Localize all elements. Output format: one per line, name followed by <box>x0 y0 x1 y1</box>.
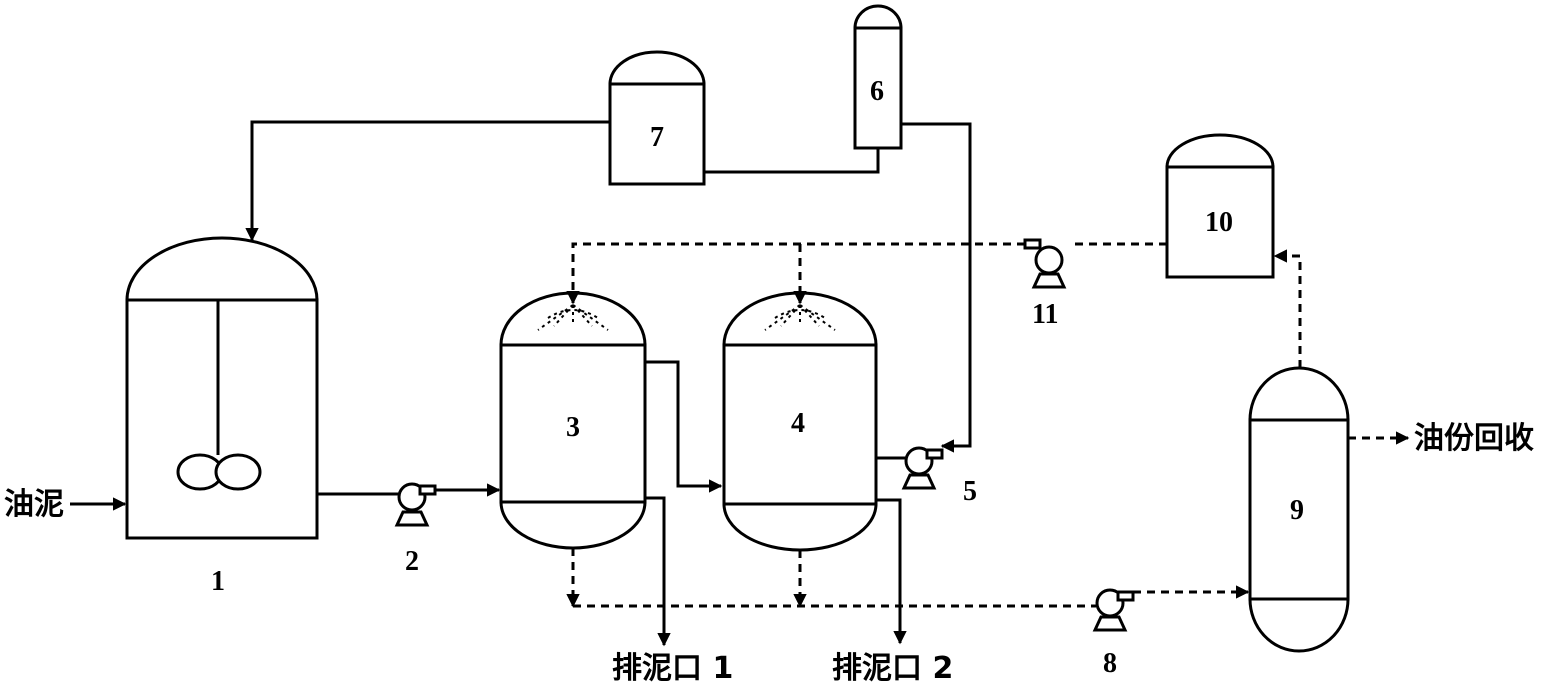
vessel-3 <box>499 291 647 550</box>
vessel-9 <box>1248 366 1350 653</box>
vessel-4 <box>722 291 878 552</box>
feed-label: 油泥 <box>4 487 64 522</box>
label-7: 7 <box>650 122 664 153</box>
label-5: 5 <box>963 476 977 507</box>
spray-nozzles-4 <box>764 304 836 331</box>
drain-1-label: 排泥口 1 <box>612 651 733 686</box>
label-9: 9 <box>1290 495 1304 526</box>
drain-2-label: 排泥口 2 <box>832 651 953 686</box>
dashed-lines <box>566 242 1410 608</box>
label-8: 8 <box>1103 648 1117 679</box>
label-11: 11 <box>1032 299 1058 330</box>
label-2: 2 <box>405 546 419 577</box>
solid-pipelines <box>70 120 972 647</box>
spray-nozzles-3 <box>537 304 609 331</box>
pump-5 <box>901 446 944 490</box>
tank-10 <box>1165 133 1275 279</box>
label-3: 3 <box>566 412 580 443</box>
pump-2 <box>394 482 437 527</box>
pump-8 <box>1092 588 1135 632</box>
label-10: 10 <box>1205 207 1233 238</box>
tank-7 <box>608 50 706 186</box>
label-6: 6 <box>870 76 884 107</box>
oil-recovery-label: 油份回收 <box>1414 421 1534 456</box>
label-1: 1 <box>211 566 225 597</box>
tank-1-stirred <box>125 236 319 540</box>
label-4: 4 <box>791 408 805 439</box>
column-6 <box>853 4 903 150</box>
pump-11 <box>1023 238 1067 289</box>
